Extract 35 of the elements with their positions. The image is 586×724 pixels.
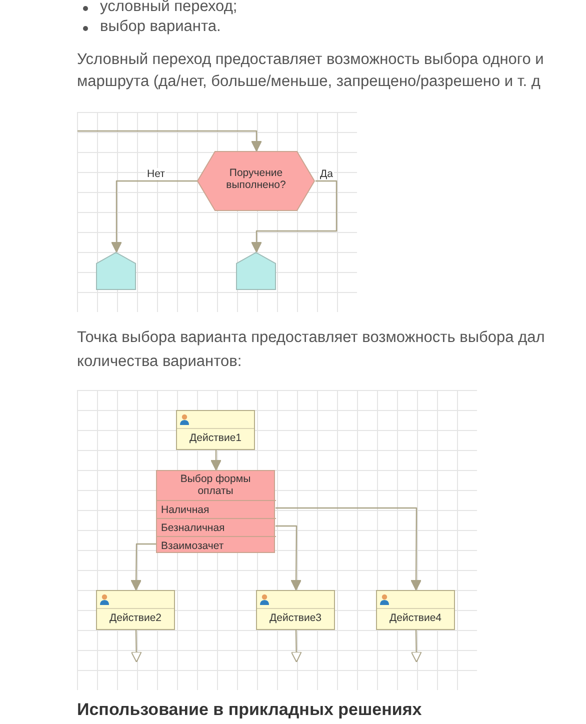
node-label: Поручение выполнено? — [225, 167, 287, 191]
arrow — [251, 180, 338, 252]
option-row: Безналичная — [157, 518, 276, 536]
arrow — [276, 507, 422, 590]
arrow — [410, 630, 422, 662]
arrow — [111, 180, 198, 252]
arrow — [130, 630, 142, 662]
choice-box — [156, 470, 275, 553]
node-label: Выбор формы оплаты — [179, 473, 252, 497]
node-label: Действие2 — [108, 612, 162, 624]
arrow — [78, 130, 262, 152]
action-box — [256, 590, 335, 630]
node-label: Действие4 — [388, 612, 442, 624]
option-row: Взаимозачет — [157, 536, 276, 554]
paragraph-text: маршрута (да/нет, больше/меньше, запрещено/разрешено и т. д — [77, 72, 540, 92]
edge-label: Нет — [146, 168, 166, 180]
section-heading: Использование в прикладных решениях — [77, 700, 422, 720]
paragraph-text: Точка выбора варианта предоставляет возможность выбора дал — [77, 328, 545, 348]
node-label: Действие1 — [188, 432, 242, 444]
arrow — [276, 525, 302, 590]
action-box — [176, 410, 255, 450]
arrow — [130, 543, 156, 590]
edge-label: Да — [319, 168, 334, 180]
paragraph-text: количества вариантов: — [77, 352, 242, 372]
pentagon-shape — [96, 252, 136, 290]
option-row: Наличная — [157, 500, 276, 518]
list-item: выбор варианта. — [100, 17, 221, 37]
action-box — [376, 590, 455, 630]
pentagon-shape — [236, 252, 276, 290]
action-box — [96, 590, 175, 630]
arrow — [290, 630, 302, 662]
paragraph-text: Условный переход предоставляет возможность выбора одного и — [77, 50, 544, 70]
decision-hexagon — [197, 151, 315, 211]
node-label: Действие3 — [268, 612, 322, 624]
arrow — [210, 450, 222, 470]
